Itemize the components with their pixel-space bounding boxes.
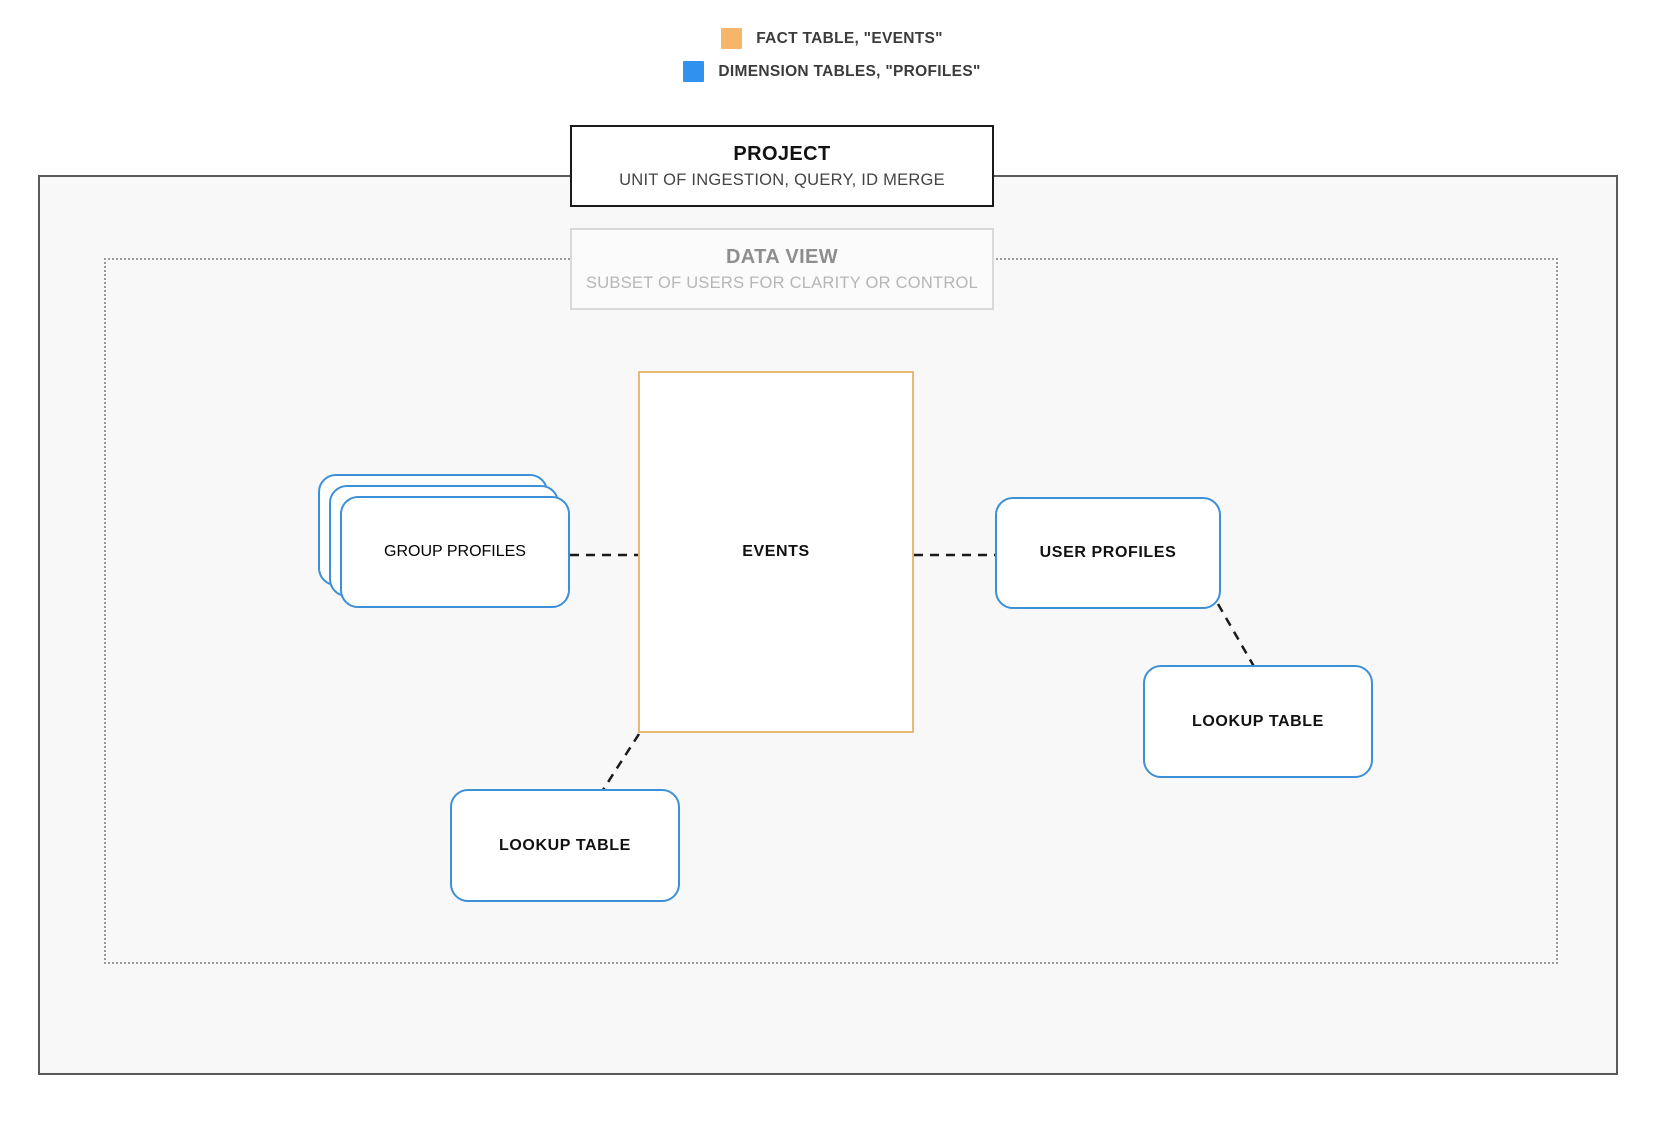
node-events[interactable]: EVENTS bbox=[638, 371, 914, 733]
node-group-profiles-label: GROUP PROFILES bbox=[384, 543, 526, 560]
node-lookup-table-right[interactable]: LOOKUP TABLE bbox=[1143, 665, 1373, 778]
legend-item-dimension-tables: DIMENSION TABLES, "PROFILES" bbox=[683, 61, 980, 82]
legend: FACT TABLE, "EVENTS" DIMENSION TABLES, "… bbox=[0, 28, 1664, 82]
node-user-profiles-label: USER PROFILES bbox=[1039, 544, 1177, 561]
legend-label-dimension-tables: DIMENSION TABLES, "PROFILES" bbox=[718, 62, 981, 80]
legend-label-fact-table: FACT TABLE, "EVENTS" bbox=[756, 29, 943, 47]
group-profiles-stack-card-front[interactable]: GROUP PROFILES bbox=[340, 496, 570, 608]
node-lookup-table-left[interactable]: LOOKUP TABLE bbox=[450, 789, 680, 902]
project-label-box: PROJECT UNIT OF INGESTION, QUERY, ID MER… bbox=[570, 125, 994, 207]
node-user-profiles[interactable]: USER PROFILES bbox=[995, 497, 1221, 609]
legend-item-fact-table: FACT TABLE, "EVENTS" bbox=[721, 28, 943, 49]
node-group-profiles[interactable]: GROUP PROFILES bbox=[318, 474, 570, 610]
square-swatch-icon bbox=[683, 61, 705, 82]
node-events-label: EVENTS bbox=[742, 543, 810, 560]
data-view-subtitle: SUBSET OF USERS FOR CLARITY OR CONTROL bbox=[585, 274, 979, 292]
square-swatch-icon bbox=[721, 28, 743, 49]
data-view-label-box: DATA VIEW SUBSET OF USERS FOR CLARITY OR… bbox=[570, 228, 994, 310]
project-subtitle: UNIT OF INGESTION, QUERY, ID MERGE bbox=[619, 171, 945, 189]
node-lookup-table-left-label: LOOKUP TABLE bbox=[499, 836, 631, 854]
project-title: PROJECT bbox=[733, 143, 831, 165]
node-lookup-table-right-label: LOOKUP TABLE bbox=[1192, 712, 1324, 730]
data-view-title: DATA VIEW bbox=[725, 246, 839, 268]
